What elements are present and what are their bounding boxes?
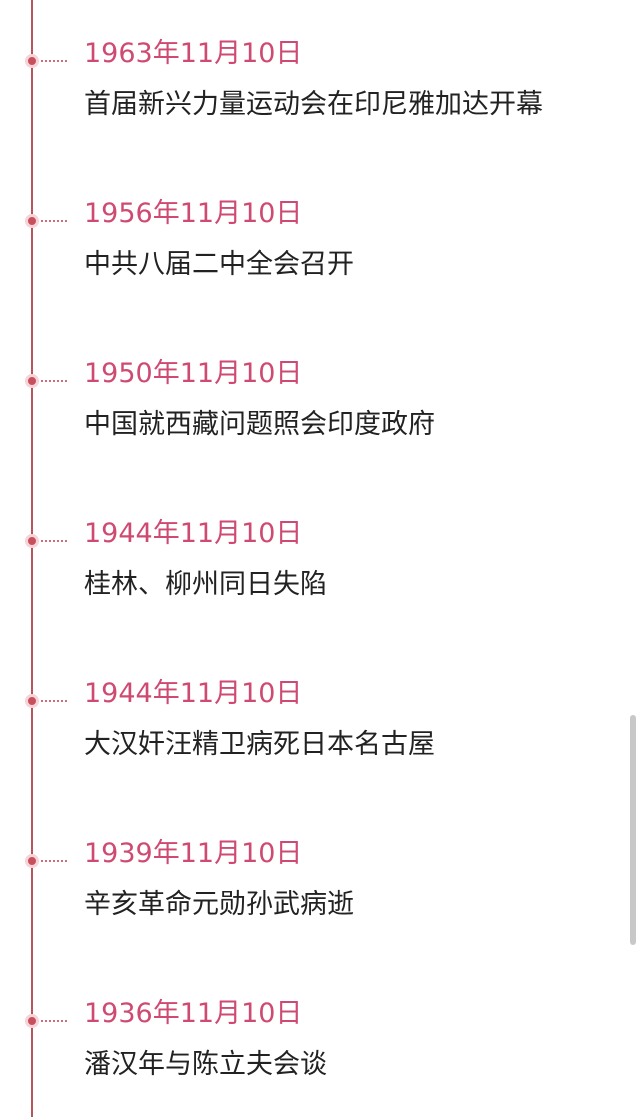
scrollbar-thumb[interactable] (630, 715, 636, 945)
event-date: 1944年11月10日 (84, 678, 303, 709)
timeline-dot-icon (25, 694, 39, 708)
event-date: 1950年11月10日 (84, 358, 303, 389)
timeline-event-6[interactable]: 1939年11月10日 辛亥革命元勋孙武病逝 (0, 838, 620, 994)
timeline-dot-icon (25, 214, 39, 228)
timeline-event-2[interactable]: 1956年11月10日 中共八届二中全会召开 (0, 198, 620, 354)
timeline-event-7[interactable]: 1936年11月10日 潘汉年与陈立夫会谈 (0, 998, 620, 1117)
timeline-event-5[interactable]: 1944年11月10日 大汉奸汪精卫病死日本名古屋 (0, 678, 620, 834)
event-title[interactable]: 中国就西藏问题照会印度政府 (84, 409, 435, 440)
event-date: 1939年11月10日 (84, 838, 303, 869)
timeline-dot-icon (25, 1014, 39, 1028)
event-date: 1936年11月10日 (84, 998, 303, 1029)
dotted-connector (41, 1020, 67, 1022)
event-date: 1963年11月10日 (84, 38, 303, 69)
dotted-connector (41, 700, 67, 702)
event-title[interactable]: 桂林、柳州同日失陷 (84, 569, 327, 600)
dotted-connector (41, 380, 67, 382)
dotted-connector (41, 220, 67, 222)
dotted-connector (41, 860, 67, 862)
event-title[interactable]: 大汉奸汪精卫病死日本名古屋 (84, 729, 435, 760)
timeline-event-4[interactable]: 1944年11月10日 桂林、柳州同日失陷 (0, 518, 620, 674)
timeline-dot-icon (25, 374, 39, 388)
timeline-dot-icon (25, 854, 39, 868)
event-date: 1944年11月10日 (84, 518, 303, 549)
timeline-line (31, 0, 33, 1117)
dotted-connector (41, 60, 67, 62)
event-title[interactable]: 首届新兴力量运动会在印尼雅加达开幕 (84, 89, 543, 120)
event-title[interactable]: 辛亥革命元勋孙武病逝 (84, 889, 354, 920)
timeline-dot-icon (25, 54, 39, 68)
event-title[interactable]: 中共八届二中全会召开 (84, 249, 354, 280)
timeline-dot-icon (25, 534, 39, 548)
event-date: 1956年11月10日 (84, 198, 303, 229)
event-title[interactable]: 潘汉年与陈立夫会谈 (84, 1049, 327, 1080)
timeline-event-1[interactable]: 1963年11月10日 首届新兴力量运动会在印尼雅加达开幕 (0, 38, 620, 194)
timeline-event-3[interactable]: 1950年11月10日 中国就西藏问题照会印度政府 (0, 358, 620, 514)
dotted-connector (41, 540, 67, 542)
